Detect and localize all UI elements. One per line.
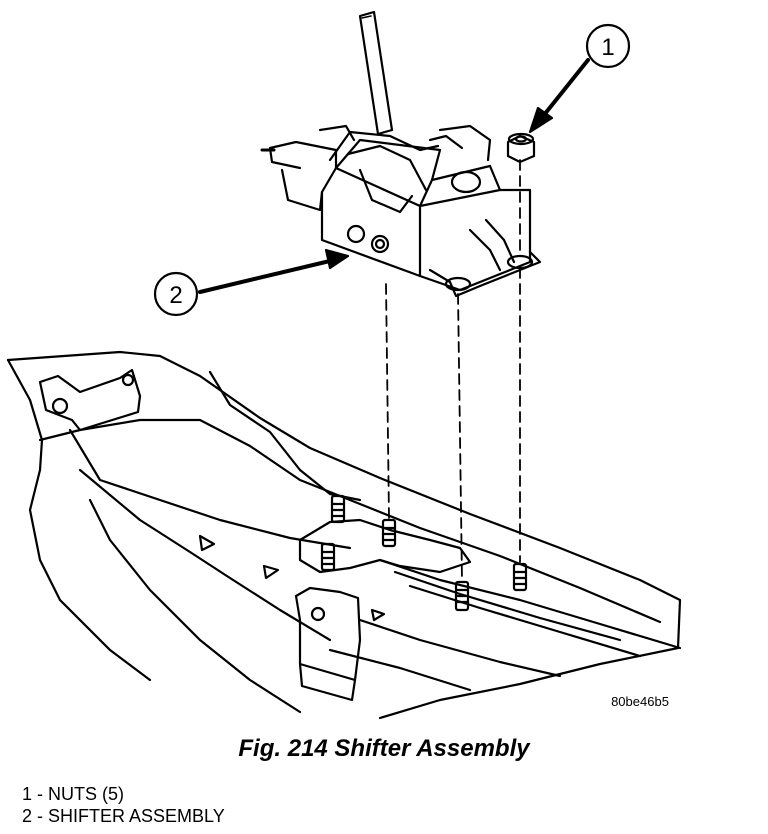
shifter-assembly-illustration: 1 2 80be46b5 <box>6 10 682 720</box>
callout-1 <box>528 23 631 134</box>
legend-item-shifter-assembly: 2 - SHIFTER ASSEMBLY <box>22 806 225 826</box>
shifter-assembly <box>260 10 542 298</box>
figure-caption: Fig. 214 Shifter Assembly <box>238 735 530 762</box>
alignment-lines <box>385 159 521 581</box>
legend-item-nuts: 1 - NUTS (5) <box>22 784 125 804</box>
callout-1-number: 1 <box>601 34 614 61</box>
callout-2 <box>153 248 350 317</box>
image-id: 80be46b5 <box>611 694 669 709</box>
floor-pan <box>6 350 682 720</box>
callout-2-number: 2 <box>169 282 182 309</box>
mounting-studs <box>320 494 528 612</box>
figure-legend: 1 - NUTS (5) 2 - SHIFTER ASSEMBLY <box>22 783 225 827</box>
